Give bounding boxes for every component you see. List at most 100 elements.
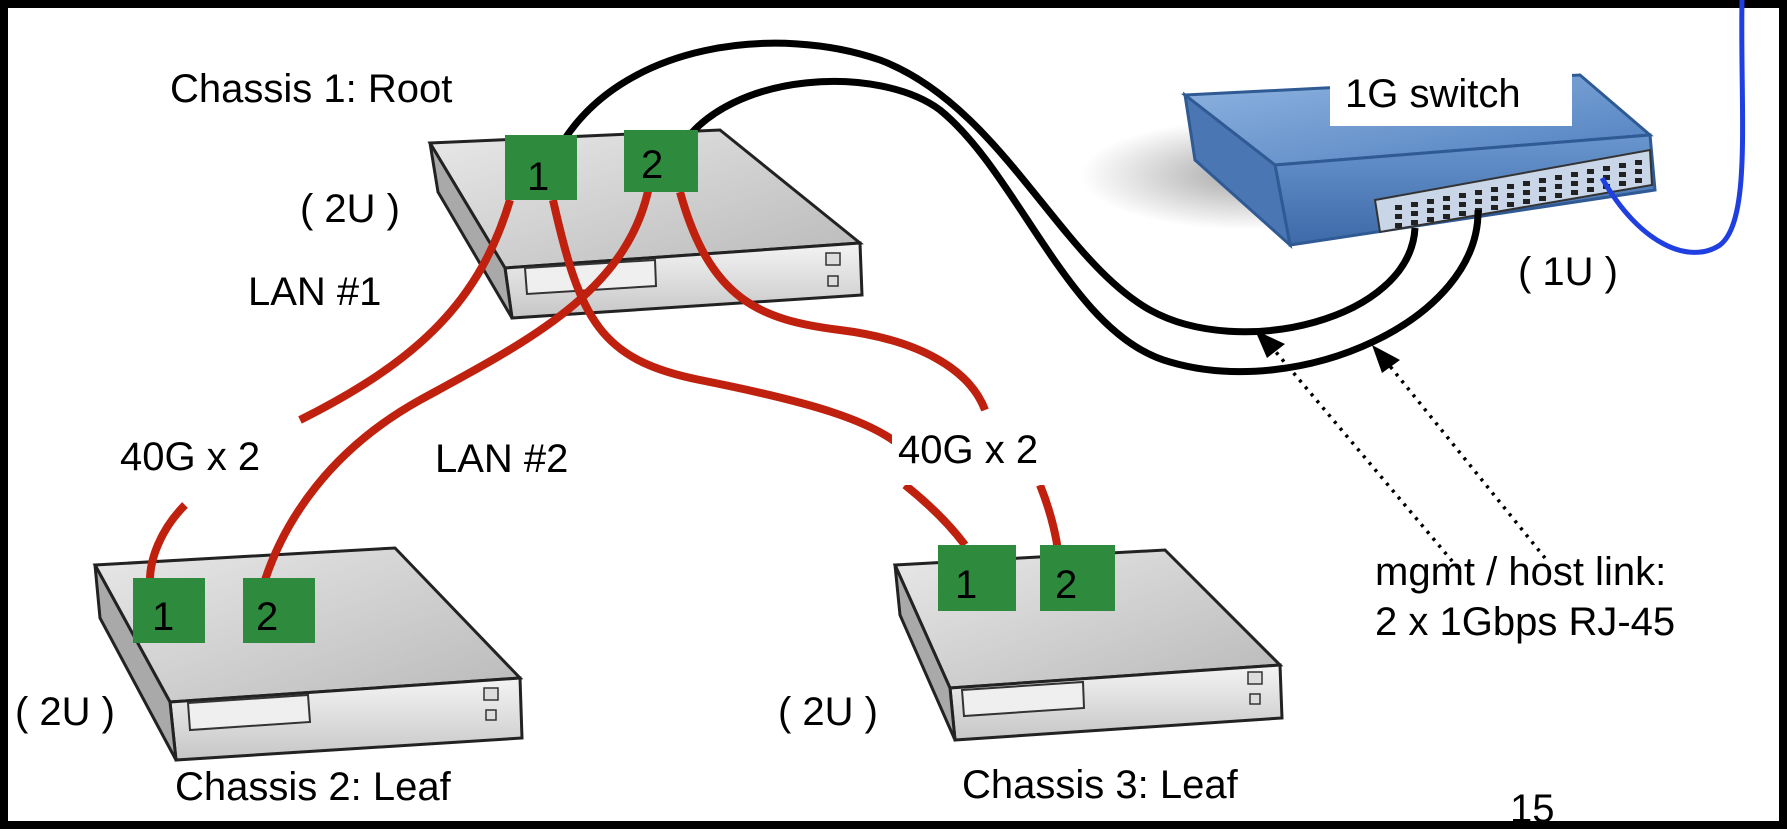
- root-size: ( 2U ): [300, 187, 400, 231]
- lan2-cable-to-leaf2: [676, 190, 989, 412]
- leaf2-size: ( 2U ): [778, 690, 878, 734]
- switch-port: [1459, 202, 1466, 207]
- switch-port: [1587, 178, 1594, 183]
- switch-port: [1635, 169, 1642, 174]
- mgmt-link-label-line2: 2 x 1Gbps RJ-45: [1375, 600, 1675, 644]
- switch-port: [1491, 205, 1498, 210]
- mgmt-link-label-line1: mgmt / host link:: [1375, 550, 1666, 594]
- chassis-leaf2-side: [893, 564, 957, 741]
- port-leaf2-1: 1: [938, 545, 1016, 611]
- switch-port: [1507, 193, 1514, 198]
- chassis-leaf1-led: [483, 687, 499, 701]
- mgmt-arrow-1: [1268, 343, 1460, 570]
- switch-port: [1539, 178, 1546, 183]
- switch-port: [1619, 163, 1626, 168]
- mgmt-arrowhead-1: [1255, 330, 1285, 358]
- switch-port: [1395, 205, 1402, 210]
- leaf1-size: ( 2U ): [15, 690, 115, 734]
- switch-port: [1571, 181, 1578, 186]
- lan2-cable-to-leaf2-end: [1036, 483, 1062, 551]
- switch-port: [1555, 175, 1562, 180]
- switch-port: [1411, 211, 1418, 216]
- mgmt-arrow-2: [1383, 358, 1547, 560]
- switch-port: [1443, 205, 1450, 210]
- port-leaf2-1-label: 1: [955, 563, 977, 607]
- switch-port-panel: [1373, 148, 1654, 234]
- switch-port: [1475, 190, 1482, 195]
- switch-port: [1619, 172, 1626, 177]
- chassis-leaf1-led: [485, 709, 497, 721]
- port-leaf1-1-label: 1: [152, 595, 174, 639]
- switch-port: [1523, 199, 1530, 204]
- switch-port: [1411, 202, 1418, 207]
- speed-left-label: 40G x 2: [120, 435, 260, 479]
- chassis-root-led: [827, 275, 839, 287]
- switch-port: [1555, 184, 1562, 189]
- uplink-cable: [1599, 0, 1746, 255]
- lan1-cable-to-leaf1: [298, 198, 514, 424]
- switch-port: [1459, 193, 1466, 198]
- switch-port: [1523, 190, 1530, 195]
- lan1-cable-to-leaf2-end: [902, 481, 969, 548]
- switch-port: [1427, 217, 1434, 222]
- speed-right-label: 40G x 2: [898, 428, 1038, 472]
- switch-port: [1491, 187, 1498, 192]
- switch-port: [1459, 211, 1466, 216]
- port-root-2-label: 2: [641, 143, 663, 187]
- mgmt-cable-1: [554, 39, 1419, 336]
- chassis-root-side: [428, 142, 514, 319]
- switch-port: [1411, 220, 1418, 225]
- chassis-leaf2-led: [1247, 671, 1263, 685]
- mgmt-arrowhead-2: [1372, 345, 1400, 373]
- switch-port: [1603, 166, 1610, 171]
- port-leaf1-2: 2: [243, 578, 315, 643]
- lan1-label: LAN #1: [248, 270, 381, 314]
- chassis-leaf2-bay: [960, 680, 1086, 718]
- switch-port: [1571, 190, 1578, 195]
- switch-side: [1182, 91, 1293, 250]
- lan1-cable-to-leaf1-end: [146, 502, 188, 581]
- lan-cables: [146, 181, 1062, 582]
- page-number: 15: [1510, 787, 1555, 829]
- switch-port: [1443, 196, 1450, 201]
- port-root-1-label: 1: [527, 155, 549, 199]
- speed-right-bg: [892, 415, 1092, 485]
- switch-port: [1587, 187, 1594, 192]
- leaf1-title: Chassis 2: Leaf: [175, 765, 452, 809]
- chassis-root-led: [825, 252, 841, 266]
- chassis-leaf1-bay: [186, 693, 312, 732]
- switch-port: [1587, 169, 1594, 174]
- switch-port: [1395, 223, 1402, 228]
- lan1-cable-to-leaf2: [549, 199, 914, 458]
- switch-label-box: [1330, 62, 1572, 126]
- switch-port: [1619, 181, 1626, 186]
- chassis-leaf2-led: [1249, 693, 1261, 705]
- switch-port: [1491, 196, 1498, 201]
- port-root-2: 2: [624, 130, 698, 192]
- port-root-1: 1: [505, 135, 577, 200]
- port-leaf2-2: 2: [1040, 545, 1115, 611]
- switch-port: [1635, 160, 1642, 165]
- switch-1g: 1G switch: [1080, 62, 1657, 250]
- leaf2-title: Chassis 3: Leaf: [962, 763, 1239, 807]
- switch-title: 1G switch: [1345, 72, 1521, 116]
- switch-size: ( 1U ): [1518, 250, 1618, 294]
- chassis-leaf1-side: [93, 564, 178, 761]
- switch-port: [1539, 196, 1546, 201]
- switch-port: [1475, 199, 1482, 204]
- switch-port: [1427, 208, 1434, 213]
- switch-port: [1635, 178, 1642, 183]
- lan2-cable-to-leaf1: [261, 181, 654, 582]
- switch-port: [1507, 184, 1514, 189]
- switch-port: [1571, 172, 1578, 177]
- switch-port: [1507, 202, 1514, 207]
- mgmt-cables: [554, 39, 1482, 376]
- switch-port: [1523, 181, 1530, 186]
- port-leaf1-2-label: 2: [256, 595, 278, 639]
- switch-port: [1539, 187, 1546, 192]
- mgmt-arrows: [1268, 343, 1547, 570]
- switch-port: [1395, 214, 1402, 219]
- switch-port: [1443, 214, 1450, 219]
